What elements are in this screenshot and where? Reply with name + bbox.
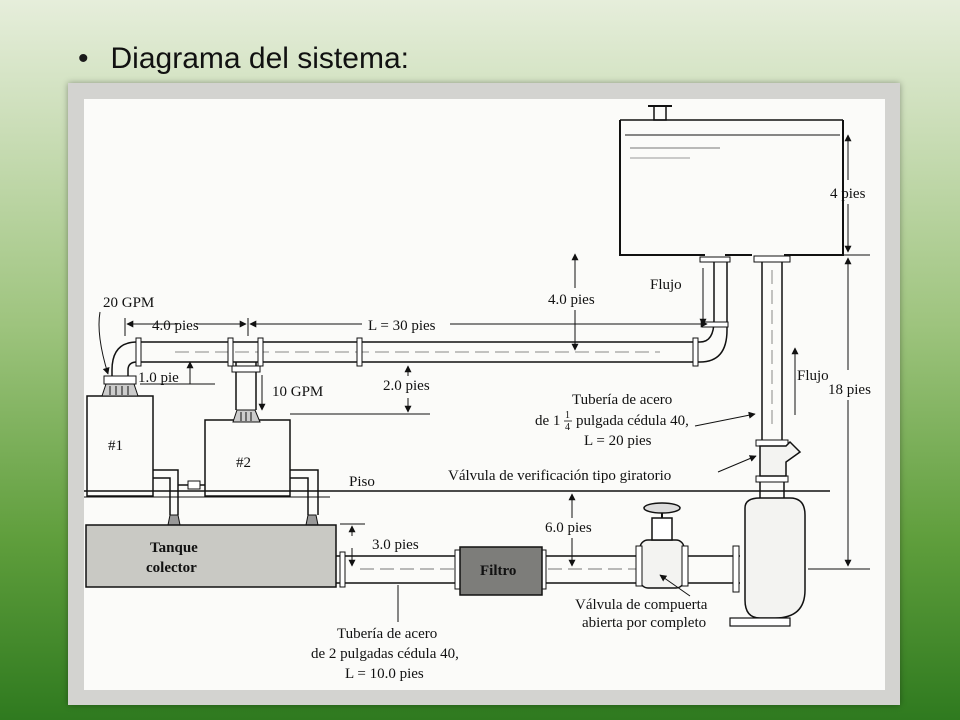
label-20-gpm: 20 GPM xyxy=(103,295,154,311)
upper-tank xyxy=(619,105,844,256)
label-dim-4-0-left: 4.0 pies xyxy=(152,318,199,334)
label-tank-1: #1 xyxy=(108,438,123,454)
label-tank-2: #2 xyxy=(236,455,251,471)
label-small-pipe-2a: de 1 xyxy=(535,413,560,429)
label-dim-1-0: 1.0 pie xyxy=(138,370,179,386)
pump xyxy=(729,482,806,627)
label-small-pipe-1: Tubería de acero xyxy=(572,392,672,408)
label-big-pipe-3: L = 10.0 pies xyxy=(345,666,424,682)
label-small-pipe-3: L = 20 pies xyxy=(584,433,652,449)
check-valve xyxy=(759,440,802,477)
label-big-pipe-1: Tubería de acero xyxy=(337,626,437,642)
system-diagram: 20 GPM 4.0 pies L = 30 pies 4.0 pies Flu… xyxy=(84,99,885,690)
dimension-lines xyxy=(98,134,870,622)
collector-tank xyxy=(85,524,337,588)
label-dim-2-0: 2.0 pies xyxy=(383,378,430,394)
label-collector-2: colector xyxy=(146,560,197,576)
slide-title-row: • Diagrama del sistema: xyxy=(78,42,409,76)
label-dim-6-0: 6.0 pies xyxy=(545,520,592,536)
filter-box xyxy=(459,546,543,596)
label-check-valve: Válvula de verificación tipo giratorio xyxy=(448,468,671,484)
suction-pipe xyxy=(336,545,740,593)
discharge-pipe xyxy=(753,255,791,483)
bullet-point: • xyxy=(78,42,89,75)
label-flujo-2: Flujo xyxy=(797,368,829,384)
label-10-gpm: 10 GPM xyxy=(272,384,323,400)
label-dim-4-0-right: 4.0 pies xyxy=(548,292,595,308)
label-18-pies: 18 pies xyxy=(828,382,871,398)
label-gate-valve-2: abierta por completo xyxy=(582,615,706,631)
label-collector-1: Tanque xyxy=(150,540,198,556)
label-piso: Piso xyxy=(349,474,375,490)
gate-valve xyxy=(635,502,689,589)
label-length-30: L = 30 pies xyxy=(368,318,436,334)
tank-2 xyxy=(204,362,291,497)
drain-pipes xyxy=(153,469,319,526)
label-4-pies-top: 4 pies xyxy=(830,186,866,202)
horizontal-pipe xyxy=(111,256,731,378)
label-dim-3-0: 3.0 pies xyxy=(372,537,419,553)
label-filter: Filtro xyxy=(480,563,516,579)
slide-title: Diagrama del sistema: xyxy=(110,42,409,75)
tank-1 xyxy=(86,375,154,497)
label-gate-valve-1: Válvula de compuerta xyxy=(575,597,708,613)
label-big-pipe-2: de 2 pulgadas cédula 40, xyxy=(311,646,459,662)
label-small-pipe-frac-den: 4 xyxy=(565,422,570,433)
piping-diagram-svg: 20 GPM 4.0 pies L = 30 pies 4.0 pies Flu… xyxy=(84,105,871,682)
label-small-pipe-2b: pulgada cédula 40, xyxy=(576,413,689,429)
label-flujo-1: Flujo xyxy=(650,277,682,293)
label-small-pipe-frac-num: 1 xyxy=(565,410,570,421)
